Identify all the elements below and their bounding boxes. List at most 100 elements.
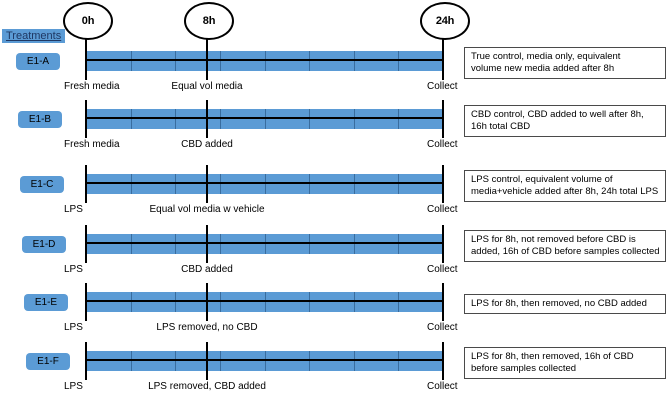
treatment-row-e1-f: E1-F LPS LPS removed, CBD added Collect LPS … [0,342,669,400]
treatment-row-e1-e: E1-E LPS LPS removed, no CBD Collect LPS for… [0,283,669,341]
event-caption-e1-f-8h: LPS removed, CBD added [148,381,266,392]
event-rule-e1-b-0h [85,100,87,138]
bar-centerline [86,182,443,184]
treatment-pill-e1-b[interactable]: E1-B [18,111,62,128]
event-caption-e1-e-24h: Collect [427,322,458,333]
event-caption-e1-e-8h: LPS removed, no CBD [156,322,258,333]
event-rule-e1-c-0h [85,165,87,203]
bar-tick [398,174,399,194]
bar-tick [131,234,132,254]
description-line: added, 16h of CBD before samples collect… [471,246,660,257]
event-caption-e1-d-0h: LPS [64,264,83,275]
bar-tick [220,292,221,312]
bar-tick [265,234,266,254]
event-rule-e1-c-8h [206,165,208,203]
bar-tick [309,234,310,254]
bar-tick [265,174,266,194]
bar-tick [131,351,132,371]
event-rule-e1-f-24h [442,342,444,380]
bar-tick [265,51,266,71]
bar-tick [309,351,310,371]
treatment-row-e1-a: E1-A Fresh media Equal vol media Collect Tru… [0,42,669,100]
event-caption-e1-c-24h: Collect [427,204,458,215]
duration-bar-e1-f [86,351,443,371]
event-caption-e1-b-0h: Fresh media [64,139,120,150]
timepoint-marker-24h: 24h [420,2,470,40]
bar-tick [309,292,310,312]
description-box-e1-e: LPS for 8h, then removed, no CBD added [464,294,666,314]
bar-centerline [86,300,443,302]
event-rule-e1-d-0h [85,225,87,263]
bar-tick [175,109,176,129]
bar-tick [131,109,132,129]
timepoint-marker-0h: 0h [63,2,113,40]
bar-tick [220,51,221,71]
bar-tick [398,109,399,129]
timepoint-stem-24h [442,36,444,44]
event-rule-e1-d-8h [206,225,208,263]
bar-tick [220,234,221,254]
bar-tick [175,292,176,312]
event-rule-e1-e-24h [442,283,444,321]
bar-tick [309,109,310,129]
bar-tick [354,234,355,254]
event-rule-e1-d-24h [442,225,444,263]
bar-tick [354,292,355,312]
event-caption-e1-f-0h: LPS [64,381,83,392]
bar-tick [398,234,399,254]
bar-tick [398,351,399,371]
treatment-pill-e1-f[interactable]: E1-F [26,353,70,370]
bar-tick [398,292,399,312]
event-caption-e1-e-0h: LPS [64,322,83,333]
event-rule-e1-b-24h [442,100,444,138]
event-rule-e1-e-0h [85,283,87,321]
bar-tick [309,174,310,194]
bar-centerline [86,359,443,361]
duration-bar-e1-c [86,174,443,194]
description-line: LPS for 8h, then removed, no CBD added [471,298,647,309]
bar-tick [309,51,310,71]
event-rule-e1-e-8h [206,283,208,321]
bar-centerline [86,242,443,244]
event-caption-e1-a-8h: Equal vol media [171,81,243,92]
description-line: volume new media added after 8h [471,63,615,74]
timepoint-stem-8h [206,36,208,44]
description-line: LPS for 8h, not removed before CBD is [471,234,636,245]
bar-tick [265,109,266,129]
treatment-pill-e1-c[interactable]: E1-C [20,176,64,193]
event-caption-e1-b-8h: CBD added [181,139,233,150]
bar-centerline [86,117,443,119]
description-line: CBD control, CBD added to well after 8h, [471,109,644,120]
bar-tick [175,174,176,194]
bar-centerline [86,59,443,61]
event-caption-e1-f-24h: Collect [427,381,458,392]
bar-tick [131,174,132,194]
event-caption-e1-a-0h: Fresh media [64,81,120,92]
treatment-pill-e1-a[interactable]: E1-A [16,53,60,70]
duration-bar-e1-d [86,234,443,254]
bar-tick [220,109,221,129]
bar-tick [220,174,221,194]
treatments-header-label: Treatments [2,29,66,43]
treatment-pill-e1-e[interactable]: E1-E [24,294,68,311]
description-line: True control, media only, equivalent [471,51,621,62]
event-rule-e1-f-0h [85,342,87,380]
event-rule-e1-a-24h [442,42,444,80]
event-caption-e1-a-24h: Collect [427,81,458,92]
event-caption-e1-b-24h: Collect [427,139,458,150]
description-line: 16h total CBD [471,121,531,132]
bar-tick [265,351,266,371]
description-line: LPS control, equivalent volume of [471,174,613,185]
bar-tick [354,351,355,371]
treatment-pill-e1-d[interactable]: E1-D [22,236,66,253]
description-line: media+vehicle added after 8h, 24h total … [471,186,659,197]
bar-tick [131,292,132,312]
event-caption-e1-d-24h: Collect [427,264,458,275]
bar-tick [220,351,221,371]
